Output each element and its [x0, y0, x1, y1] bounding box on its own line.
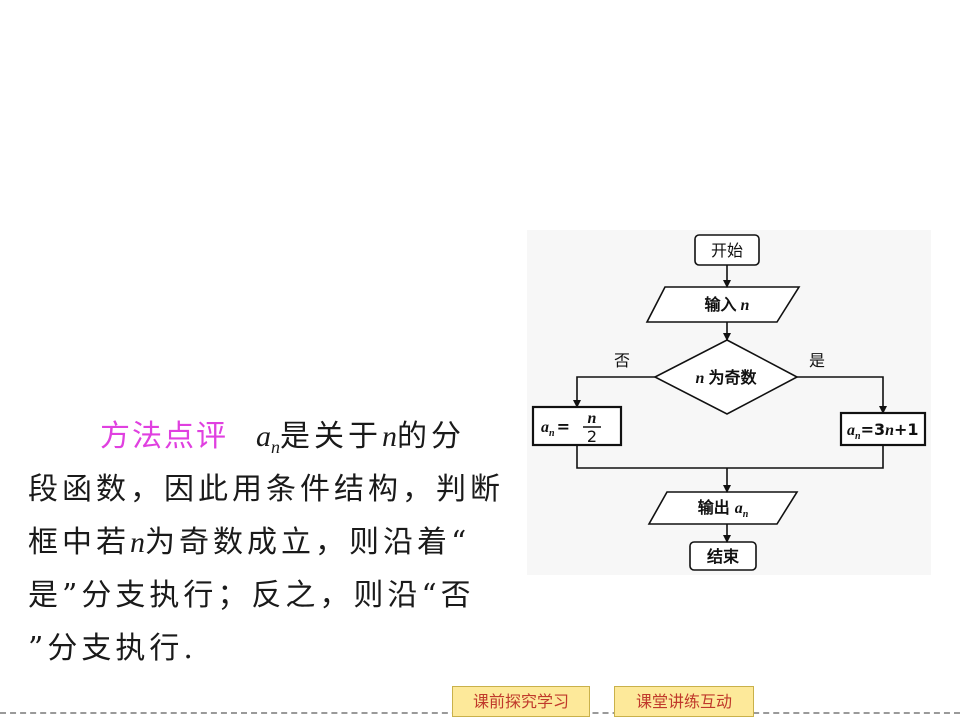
process-right: [839, 411, 927, 447]
left-process-denominator: 2: [587, 427, 597, 446]
input-parallelogram: [645, 286, 801, 323]
yes-branch-label: 是: [809, 351, 825, 370]
left-process-lhs: an=: [541, 417, 570, 439]
process-left: [531, 405, 623, 447]
end-label: 结束: [706, 547, 740, 566]
paragraph-line-3: 框中若n为奇数成立，则沿着“: [28, 525, 471, 560]
prev-section-button[interactable]: 课前探究学习: [452, 686, 590, 717]
math-a-n: an: [256, 420, 280, 457]
decision-diamond: [653, 339, 799, 415]
right-process-formula: an=3n+1: [847, 420, 919, 442]
paragraph-line-2: 段函数，因此用条件结构，判断: [28, 472, 504, 507]
left-process-numerator: n: [588, 410, 597, 427]
next-section-button[interactable]: 课堂讲练互动: [614, 686, 754, 717]
start-label: 开始: [711, 241, 743, 260]
no-branch-label: 否: [614, 351, 630, 370]
output-parallelogram: [647, 491, 799, 525]
paragraph-line-5: ”分支执行.: [28, 631, 197, 666]
method-comment-heading: 方法点评: [100, 419, 228, 454]
paragraph-line-4: 是”分支执行；反之，则沿“否: [28, 578, 475, 613]
